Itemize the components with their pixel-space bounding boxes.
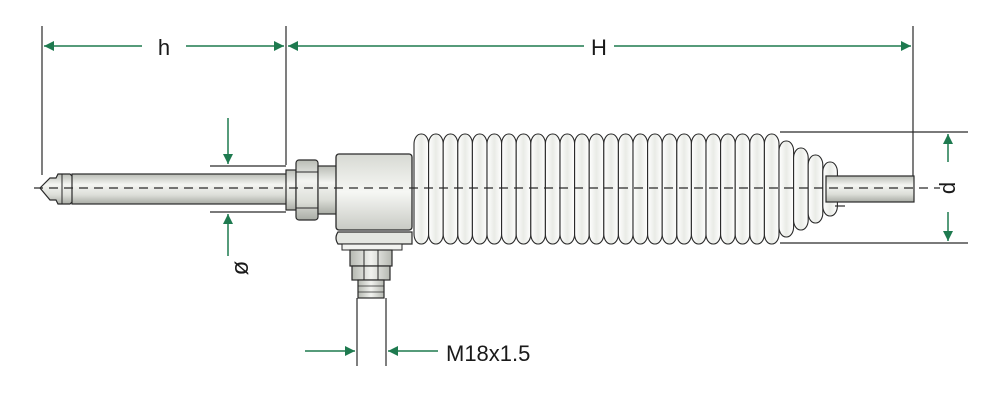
coil-winding [763,133,780,245]
connection-head [335,153,413,299]
coil-winding [617,133,634,245]
coil-winding [661,133,678,245]
dimension-arrows [44,41,953,356]
coil-winding [413,133,430,245]
coil-winding [428,133,444,245]
coil-winding [603,133,619,245]
coil-winding [690,133,707,245]
dimension-H-label: H [591,35,607,60]
coil-winding [749,133,765,245]
thread-label: M18x1.5 [446,341,530,366]
probe-shaft [39,173,289,205]
coil-winding [588,133,605,245]
diameter-label: ø [227,260,254,275]
coil-winding [778,140,795,238]
extension-lines [41,26,968,366]
rod-end [825,175,915,207]
coil-winding [574,133,590,245]
cooling-coil [413,133,838,245]
coil-winding [559,133,576,245]
coil-winding [793,147,809,231]
coil-winding [457,133,473,245]
coil-winding [632,133,649,245]
coil-winding [720,133,736,245]
coil-winding [486,133,503,245]
coil-winding [647,133,663,245]
coil-winding [515,133,532,245]
compression-fitting [285,159,339,221]
coil-winding [442,133,459,245]
coil-winding [676,133,692,245]
coil-winding [544,133,561,245]
coil-winding [807,154,824,224]
dimension-d-label: d [935,182,960,194]
dimension-h-label: h [158,35,170,60]
coil-winding [471,133,488,245]
coil-winding [530,133,546,245]
coil-winding [705,133,722,245]
coil-winding [501,133,517,245]
coil-winding [734,133,751,245]
